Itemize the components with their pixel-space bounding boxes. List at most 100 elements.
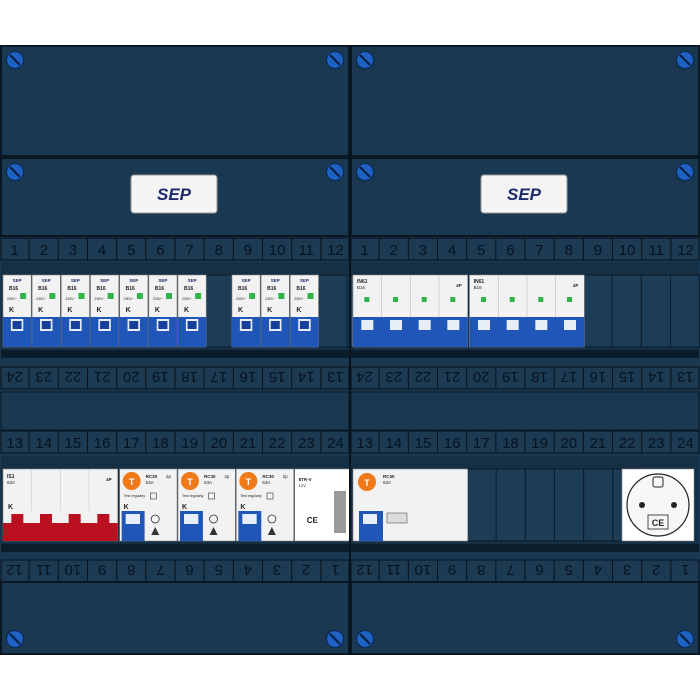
module-number: 8 (477, 561, 485, 578)
toggle-lever[interactable] (12, 321, 22, 329)
screw-icon[interactable] (355, 50, 375, 70)
socket-hole (639, 502, 645, 508)
rcd-test-text: Test regularly (182, 494, 204, 498)
screw-icon[interactable] (325, 50, 345, 70)
toggle-lever[interactable] (41, 321, 51, 329)
rcd-lever[interactable] (363, 514, 377, 524)
rcd-lever[interactable] (242, 514, 257, 524)
toggle-lever[interactable] (390, 320, 402, 330)
breaker-rating: B16 (9, 286, 18, 292)
test-button[interactable] (150, 492, 157, 500)
test-badge-label: T (246, 477, 252, 487)
module-number: 13 (6, 435, 23, 452)
screw-icon[interactable] (325, 629, 345, 649)
module-number: 17 (210, 368, 227, 385)
module-number: 2 (302, 561, 310, 578)
module-number: 11 (648, 242, 664, 259)
screw-icon[interactable] (675, 50, 695, 70)
module-number: 10 (65, 561, 82, 578)
toggle-lever[interactable] (187, 321, 197, 329)
screw-icon[interactable] (355, 629, 375, 649)
toggle-lever[interactable] (447, 320, 460, 330)
switch-lever[interactable] (68, 514, 81, 525)
test-button[interactable] (266, 492, 274, 500)
switch-lever[interactable] (40, 514, 52, 525)
screw-icon[interactable] (675, 629, 695, 649)
module-number: 17 (560, 368, 577, 385)
module-number: 18 (181, 368, 198, 385)
breaker-spec: 230V~ (153, 297, 163, 301)
breaker-brand: SEP (242, 278, 251, 283)
test-badge-label: T (129, 477, 135, 487)
toggle-lever[interactable] (241, 321, 251, 329)
toggle-lever[interactable] (70, 321, 80, 329)
breaker-brand: SEP (300, 278, 309, 283)
test-badge-icon (122, 472, 141, 490)
switch-lever[interactable] (97, 514, 110, 525)
reset-icon (209, 514, 218, 524)
warning-icon (267, 527, 276, 535)
toggle-lever[interactable] (506, 320, 519, 330)
toggle-lever[interactable] (361, 320, 374, 330)
toggle-lever[interactable] (535, 320, 548, 330)
toggle-lever[interactable] (478, 320, 490, 330)
test-badge-icon (239, 472, 258, 490)
module-number: 14 (298, 368, 315, 385)
test-button[interactable] (208, 492, 215, 500)
toggle-lever[interactable] (100, 321, 110, 329)
switch-lever[interactable] (11, 514, 24, 525)
breaker-rating: B16 (296, 286, 305, 292)
rcd-rating: 63A (146, 480, 154, 485)
breaker-mark: K (67, 307, 72, 314)
module-number: 4 (594, 561, 602, 578)
screw-icon[interactable] (325, 162, 345, 182)
socket-hole (671, 502, 677, 508)
breaker-title: IN61 (357, 279, 368, 285)
screw-icon[interactable] (5, 629, 25, 649)
module-number: 12 (327, 242, 344, 259)
toggle-lever[interactable] (158, 321, 168, 329)
test-badge-label: T (364, 478, 370, 488)
screw-icon[interactable] (355, 162, 375, 182)
toggle-lever[interactable] (299, 321, 309, 329)
toggle-lever[interactable] (270, 321, 280, 329)
toggle-lever[interactable] (564, 320, 576, 330)
rcd-lever[interactable] (184, 514, 199, 524)
module-number: 13 (677, 368, 694, 385)
toggle-lever[interactable] (418, 320, 431, 330)
screw-icon[interactable] (5, 162, 25, 182)
screw-icon[interactable] (675, 162, 695, 182)
switch-mark: K (8, 504, 13, 511)
rcd-switch[interactable] (386, 512, 408, 524)
rcd-lever[interactable] (125, 514, 140, 524)
screw-icon[interactable] (5, 50, 25, 70)
module-number: 1 (10, 242, 18, 259)
breaker-mark: K (238, 307, 243, 314)
module-number: 2 (652, 561, 660, 578)
toggle-lever[interactable] (129, 321, 139, 329)
module-number: 22 (269, 435, 286, 452)
brand-band-right: SEP (350, 157, 700, 237)
din-socket[interactable]: CE (621, 468, 695, 542)
module-number: 20 (123, 368, 140, 385)
module-number: 18 (502, 435, 519, 452)
